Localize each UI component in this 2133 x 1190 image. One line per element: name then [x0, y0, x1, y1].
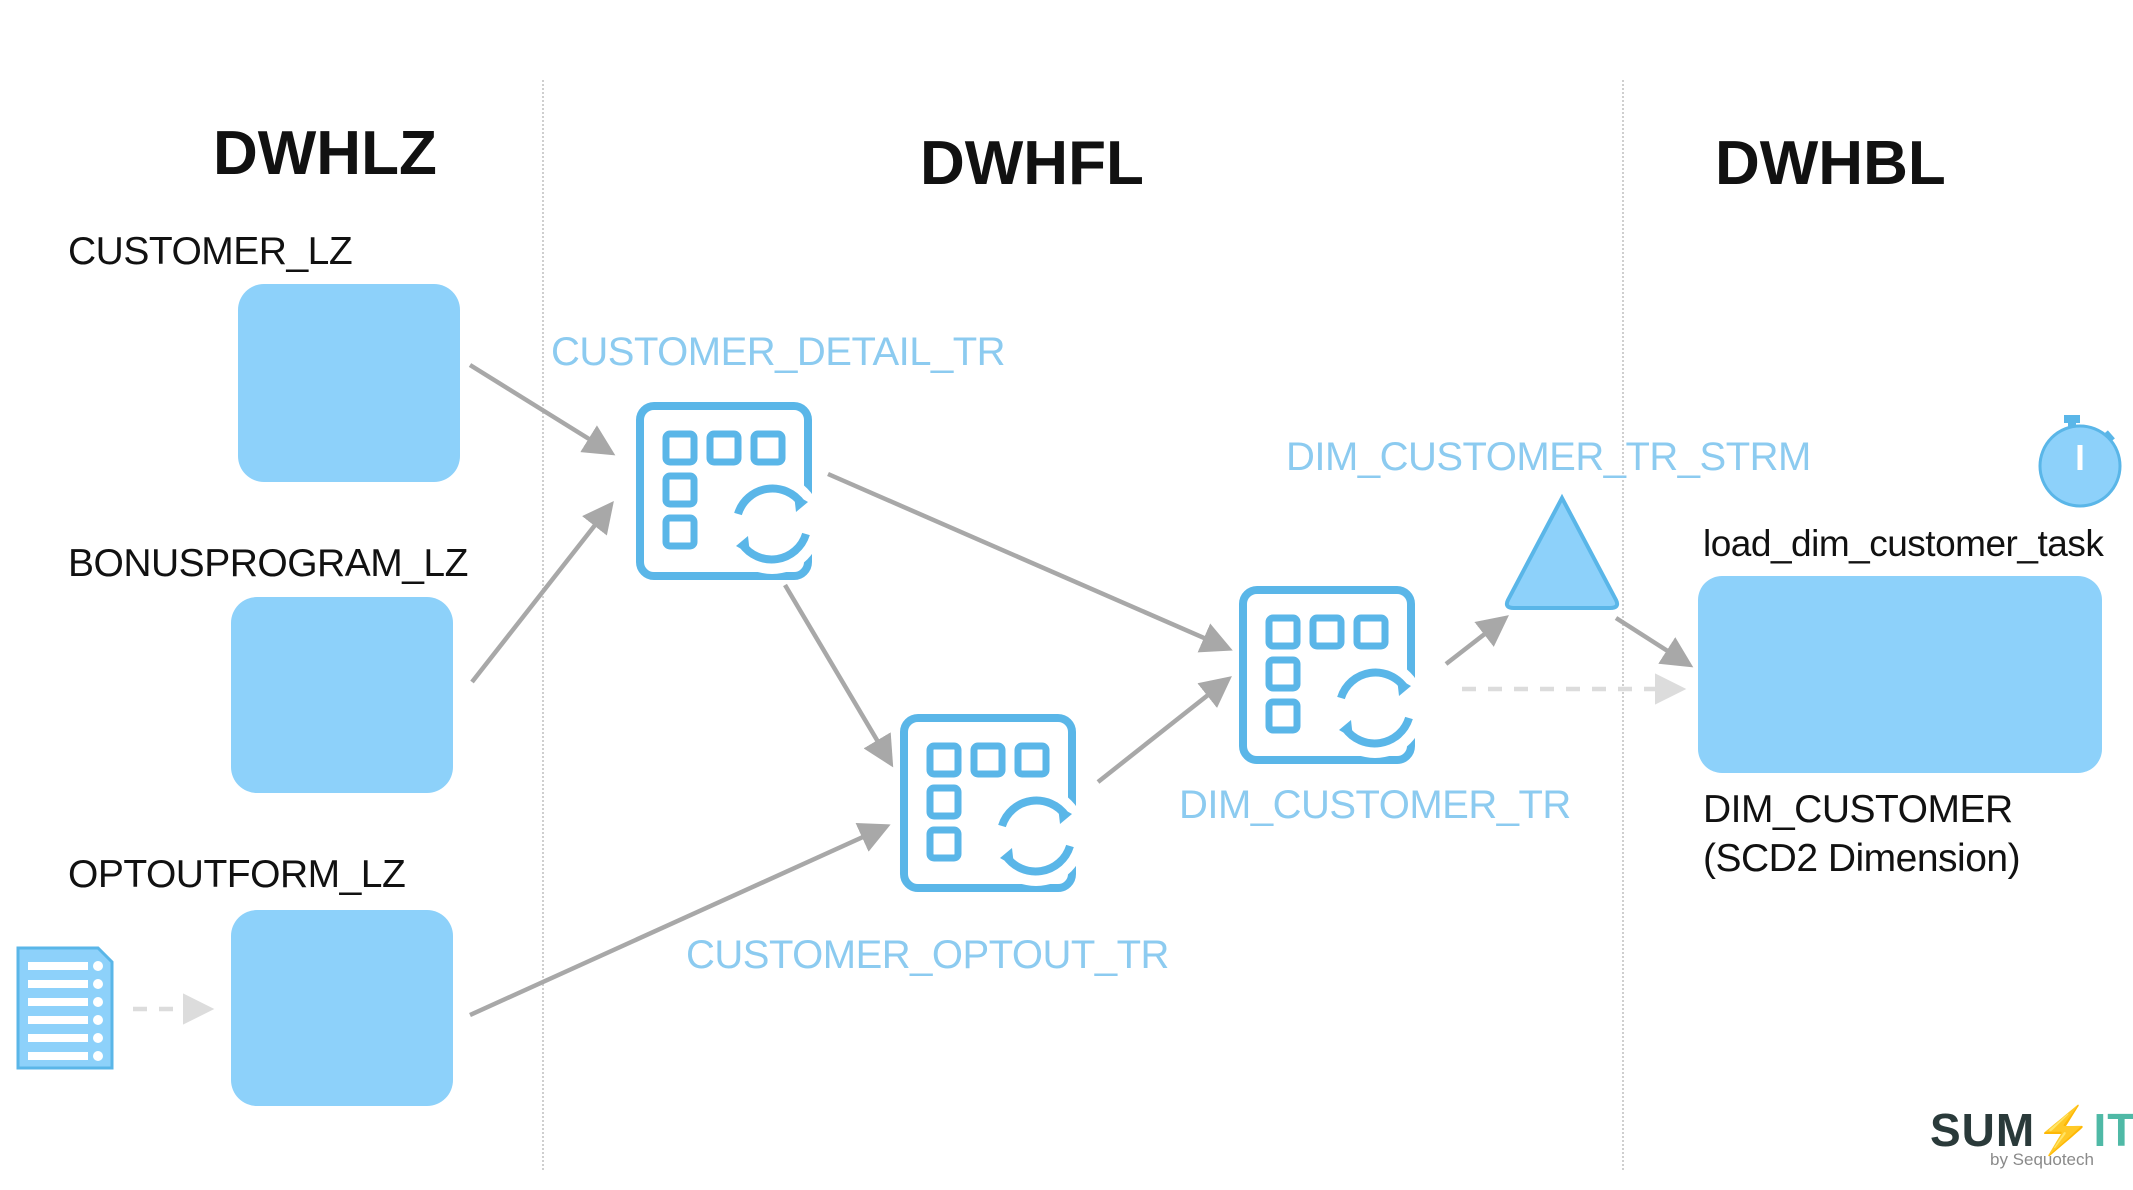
target-label-dim-customer: DIM_CUSTOMER [1703, 788, 2013, 831]
layer-title-dwhfl: DWHFL [920, 129, 1144, 198]
arrow-bonusprogram-lz-to-detail-tr [470, 501, 614, 684]
grid-refresh-icon[interactable] [900, 714, 1086, 892]
arrow-detail-tr-to-optout-tr [783, 583, 894, 768]
source-label-customer-lz: CUSTOMER_LZ [68, 230, 353, 273]
sumit-logo: SUM⚡IT [1930, 1103, 2133, 1158]
source-box-customer-lz[interactable] [238, 284, 460, 482]
triangle-stream-icon[interactable] [1504, 493, 1620, 610]
source-label-bonusprogram-lz: BONUSPROGRAM_LZ [68, 542, 468, 585]
layer-title-dwhlz: DWHLZ [213, 119, 437, 188]
arrow-optout-tr-to-dim-customer-tr [1096, 676, 1232, 784]
task-label-load-dim-customer-task: load_dim_customer_task [1703, 523, 2104, 564]
arrow-detail-tr-to-dim-customer-tr [827, 471, 1233, 653]
target-label-scd2-dimension: (SCD2 Dimension) [1703, 837, 2021, 880]
transform-label-dim-customer-tr: DIM_CUSTOMER_TR [1179, 783, 1571, 827]
grid-refresh-icon[interactable] [1239, 586, 1425, 764]
source-label-optoutform-lz: OPTOUTFORM_LZ [68, 853, 406, 896]
divider-lz-fl [542, 80, 544, 1170]
grid-refresh-icon[interactable] [636, 402, 822, 580]
stopwatch-icon[interactable] [2038, 415, 2122, 508]
arrow-dim-customer-tr-to-stream [1444, 615, 1509, 666]
logo-separator-icon: ⚡ [2035, 1104, 2094, 1156]
target-box-dim-customer[interactable] [1698, 576, 2102, 773]
logo-subtitle: by Sequotech [1990, 1150, 2094, 1169]
logo-text-it: IT [2093, 1104, 2133, 1156]
layer-title-dwhbl: DWHBL [1715, 129, 1946, 198]
logo-text-sum: SUM [1930, 1104, 2036, 1156]
transform-label-customer-optout-tr: CUSTOMER_OPTOUT_TR [686, 933, 1169, 977]
transform-label-customer-detail-tr: CUSTOMER_DETAIL_TR [551, 330, 1006, 374]
checklist-form-icon[interactable] [16, 946, 114, 1070]
arrow-stream-to-target [1614, 616, 1694, 668]
arrow-customer-lz-to-detail-tr [468, 363, 616, 456]
source-box-bonusprogram-lz[interactable] [231, 597, 453, 793]
arrow-optoutform-lz-to-optout-tr [469, 823, 891, 1018]
source-box-optoutform-lz[interactable] [231, 910, 453, 1106]
stream-label-dim-customer-tr-strm: DIM_CUSTOMER_TR_STRM [1286, 435, 1811, 479]
